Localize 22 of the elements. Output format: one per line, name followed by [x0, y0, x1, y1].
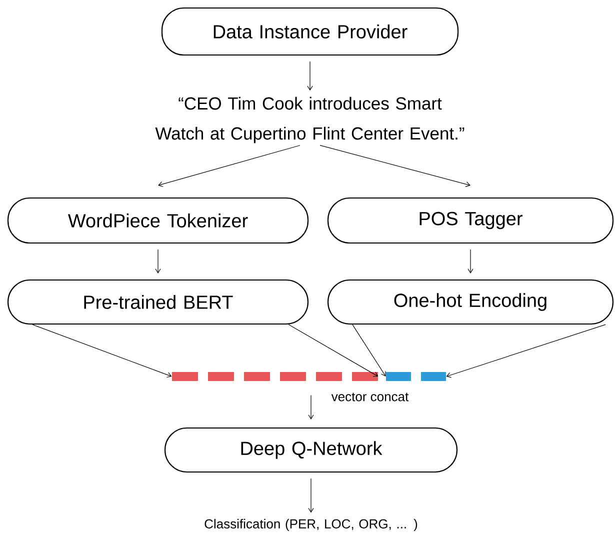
- example-sentence: “CEO Tim Cook introduces Smart Watch at Cupertino Flint Center Event.”: [155, 96, 464, 144]
- process-box: Pre-trained BERT: [7, 279, 309, 325]
- arrow: [446, 324, 606, 378]
- arrow: [352, 324, 386, 376]
- arrow: [308, 394, 314, 420]
- process-box: Deep Q-Network: [164, 427, 458, 473]
- arrow: [307, 61, 313, 91]
- output-text: Classification (PER, LOC, ORG, ... ): [204, 518, 418, 532]
- vector-bar: [386, 372, 446, 381]
- process-box: Data Instance Provider: [161, 7, 459, 56]
- arrow: [308, 478, 314, 513]
- process-box: One-hot Encoding: [327, 279, 614, 325]
- process-box: POS Tagger: [327, 197, 614, 244]
- arrow: [468, 249, 474, 274]
- caption-text: vector concat: [331, 392, 409, 402]
- arrow: [158, 145, 300, 187]
- arrow: [155, 249, 161, 274]
- process-box: WordPiece Tokenizer: [7, 197, 309, 244]
- arrow: [320, 145, 470, 187]
- vector-bar: [172, 372, 378, 381]
- arrow: [32, 324, 172, 378]
- arrow: [288, 324, 378, 377]
